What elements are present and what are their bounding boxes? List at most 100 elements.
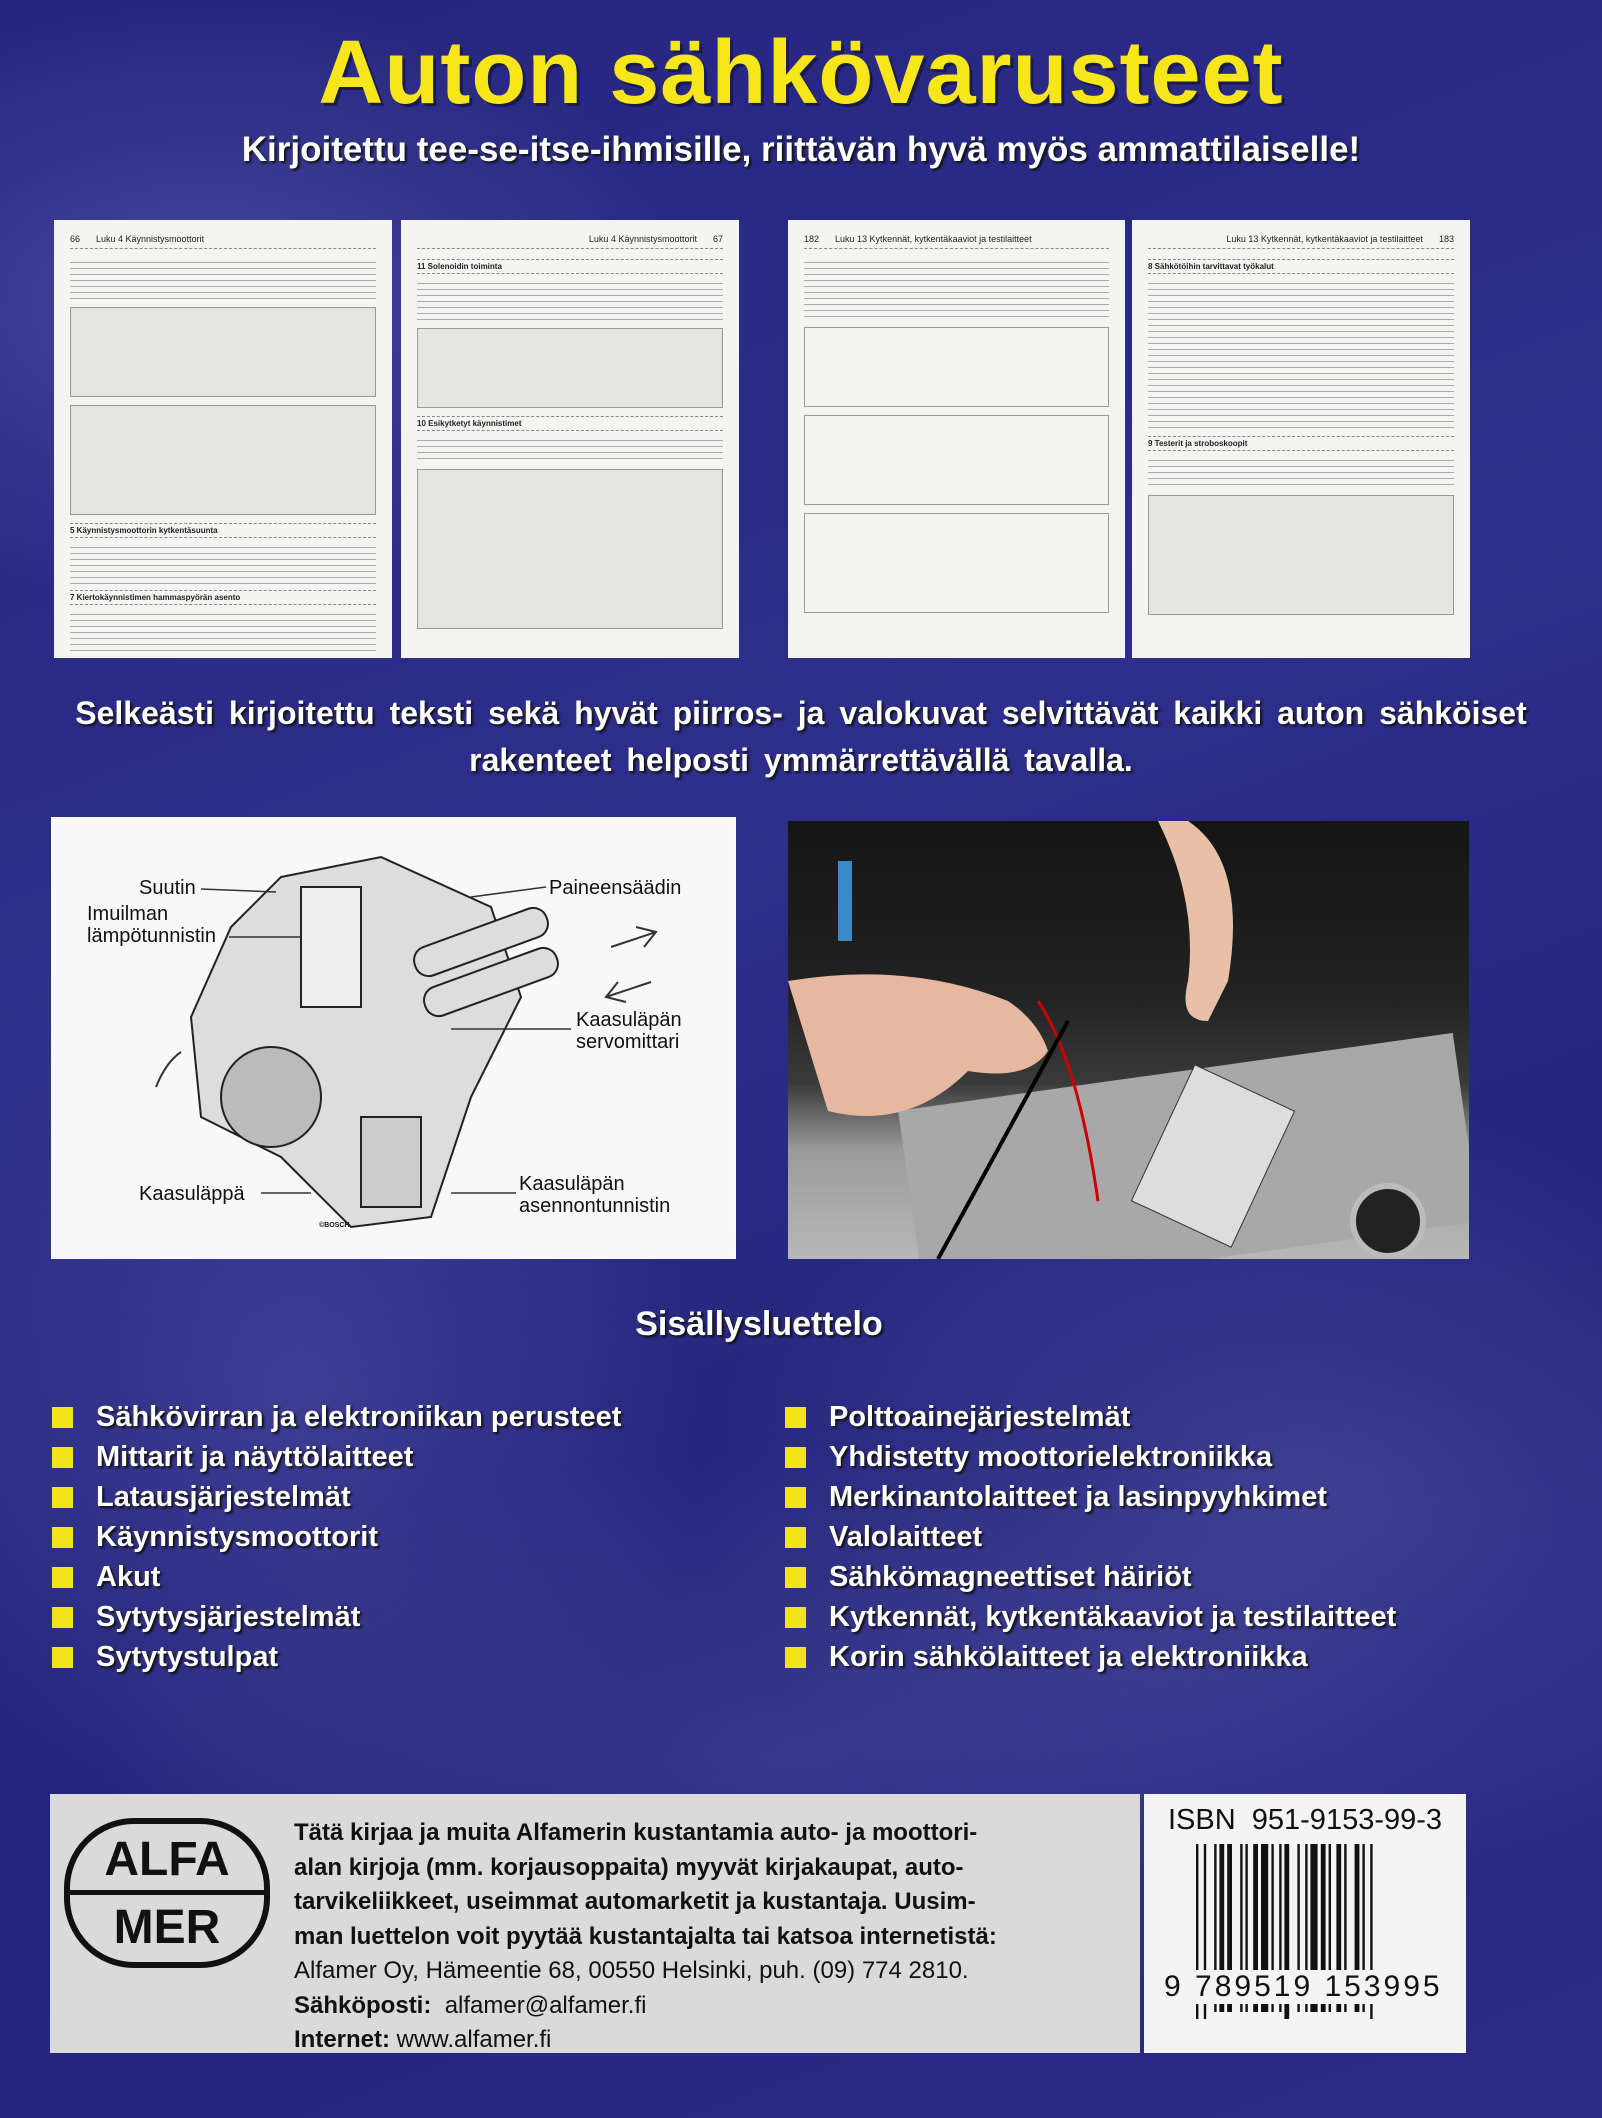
page-section: 5 Käynnistysmoottorin kytkentäsuunta <box>70 523 376 538</box>
page-section: 10 Esikytketyt käynnistimet <box>417 416 723 431</box>
book-title: Auton sähkövarusteet <box>318 23 1284 123</box>
toc-item: Sähkömagneettiset häiriöt <box>785 1557 1396 1597</box>
toc-item-label: Sytytystulpat <box>96 1640 279 1673</box>
throttle-body-illustration <box>155 855 658 1229</box>
page-number: 183 <box>1438 234 1454 244</box>
toc-item-label: Yhdistetty moottorielektroniikka <box>829 1440 1273 1473</box>
publisher-text-line: tarvikeliikkeet, useimmat automarketit j… <box>294 1888 976 1915</box>
page-section: 8 Sähkötöihin tarvittavat työkalut <box>1148 259 1454 274</box>
label-servo-2: servomittari <box>576 1031 680 1053</box>
barcode-bar <box>1336 1844 1342 2012</box>
page-chapter: Luku 4 Käynnistysmoottorit <box>588 234 697 244</box>
publisher-info-box: ALFA MER Tätä kirjaa ja muita Alfamerin … <box>50 1794 1140 2053</box>
label-imuilman: Imuilman <box>87 903 169 925</box>
toc-item: Sytytysjärjestelmät <box>52 1597 621 1637</box>
barcode-bar <box>1297 1844 1300 2012</box>
label-kaasulappa: Kaasuläppä <box>139 1183 245 1205</box>
barcode-bar <box>1362 1844 1365 2012</box>
bullet-icon <box>785 1646 806 1668</box>
barcode-bar <box>1271 1844 1274 2012</box>
toc-item-label: Mittarit ja näyttölaitteet <box>96 1440 414 1473</box>
sample-page-183: Luku 13 Kytkennät, kytkentäkaaviot ja te… <box>1132 220 1470 658</box>
publisher-text-line: Tätä kirjaa ja muita Alfamerin kustantam… <box>294 1819 978 1846</box>
barcode-bar <box>1214 1844 1217 2012</box>
engine-testing-photo <box>788 821 1469 1259</box>
barcode-number: 9 789519 153995 <box>1164 1970 1454 2004</box>
barcode-bar <box>1240 1844 1243 2012</box>
figure-circuit-1 <box>804 327 1109 407</box>
toc-item: Korin sähkölaitteet ja elektroniikka <box>785 1637 1396 1677</box>
publisher-text-line: man luettelon voit pyytää kustantajalta … <box>294 1922 997 1950</box>
publisher-text: Tätä kirjaa ja muita Alfamerin kustantam… <box>294 1816 1134 2058</box>
bullet-icon <box>785 1486 806 1508</box>
toc-title: Sisällysluettelo <box>635 1305 883 1343</box>
publisher-address: Alfamer Oy, Hämeentie 68, 00550 Helsinki… <box>294 1957 969 1984</box>
barcode-bar <box>1219 1844 1225 2012</box>
toc-item: Sytytystulpat <box>52 1637 621 1677</box>
toc-item: Sähkövirran ja elektroniikan perusteet <box>52 1397 621 1437</box>
barcode-bar <box>1245 1844 1248 2012</box>
barcode-bar <box>1328 1844 1331 2012</box>
sample-page-66: 66 Luku 4 Käynnistysmoottorit 5 Käynnisty… <box>54 220 392 658</box>
label-paineensaadin: Paineensäädin <box>549 877 682 899</box>
barcode-bar <box>1310 1844 1318 2012</box>
toc-item-label: Sähkömagneettiset häiriöt <box>829 1560 1192 1593</box>
toc-item-label: Latausjärjestelmät <box>96 1480 351 1513</box>
barcode-bar <box>1196 1844 1199 2019</box>
figure-circuit-2 <box>804 415 1109 505</box>
toc-item-label: Käynnistysmoottorit <box>96 1520 378 1553</box>
bullet-icon <box>52 1606 73 1628</box>
page-chapter: Luku 4 Käynnistysmoottorit <box>96 234 205 244</box>
bullet-icon <box>52 1526 73 1548</box>
label-asento-2: asennontunnistin <box>519 1195 671 1217</box>
page-section: 11 Solenoidin toiminta <box>417 259 723 274</box>
isbn-box: ISBN 951-9153-99-3 9 789519 153995 <box>1144 1794 1466 2053</box>
page-section: 9 Testerit ja stroboskoopit <box>1148 436 1454 451</box>
fuel-injection-diagram: Suutin Imuilman lämpötunnistin Paineensä… <box>51 817 736 1259</box>
website-link[interactable]: www.alfamer.fi <box>396 2026 552 2053</box>
barcode-bar <box>1203 1844 1207 2019</box>
toc-item-label: Polttoainejärjestelmät <box>829 1400 1131 1433</box>
toc-item: Yhdistetty moottorielektroniikka <box>785 1437 1396 1477</box>
bullet-icon <box>52 1566 73 1588</box>
figure-starter-cutaway <box>417 469 723 629</box>
label-asento-1: Kaasuläpän <box>519 1173 625 1195</box>
book-subtitle: Kirjoitettu tee-se-itse-ihmisille, riitt… <box>241 130 1361 169</box>
toc-item-label: Merkinantolaitteet ja lasinpyyhkimet <box>829 1480 1327 1513</box>
toc-item-label: Akut <box>96 1560 161 1593</box>
barcode-bar <box>1320 1844 1326 2012</box>
figure-starter-illustration <box>70 307 376 397</box>
toc-item-label: Kytkennät, kytkentäkaaviot ja testilaitt… <box>829 1600 1397 1633</box>
toc-item-label: Korin sähkölaitteet ja elektroniikka <box>829 1640 1308 1673</box>
label-suutin: Suutin <box>139 877 196 899</box>
bullet-icon <box>52 1446 73 1468</box>
toc-item-label: Valolaitteet <box>829 1520 983 1553</box>
barcode-bar <box>1279 1844 1282 2012</box>
barcode-bar <box>1354 1844 1360 2012</box>
page-number: 182 <box>804 234 820 244</box>
alfamer-logo: ALFA MER <box>64 1818 270 1968</box>
toc-item-label: Sähkövirran ja elektroniikan perusteet <box>96 1400 622 1433</box>
bullet-icon <box>785 1566 806 1588</box>
bullet-icon <box>785 1406 806 1428</box>
label-servo-1: Kaasuläpän <box>576 1009 682 1031</box>
barcode-bar <box>1227 1844 1232 2012</box>
toc-item: Polttoainejärjestelmät <box>785 1397 1396 1437</box>
toc-item: Valolaitteet <box>785 1517 1396 1557</box>
publisher-text-line: alan kirjoja (mm. korjausoppaita) myyvät… <box>294 1853 964 1881</box>
bullet-icon <box>52 1406 73 1428</box>
toc-left-column: Sähkövirran ja elektroniikan perusteet M… <box>52 1397 621 1677</box>
figure-tester <box>1148 495 1454 615</box>
sample-page-67: Luku 4 Käynnistysmoottorit 67 11 Solenoid… <box>401 220 739 658</box>
toc-right-column: Polttoainejärjestelmät Yhdistetty mootto… <box>785 1397 1396 1677</box>
page-number: 67 <box>712 234 723 244</box>
bullet-icon <box>785 1606 806 1628</box>
page-section: 7 Kiertokäynnistimen hammaspyörän asento <box>70 590 376 605</box>
photo-illustration <box>788 821 1469 1259</box>
page-number: 66 <box>70 234 81 244</box>
email-link[interactable]: alfamer@alfamer.fi <box>444 1991 647 2019</box>
bullet-icon <box>52 1646 73 1668</box>
logo-text-bottom: MER <box>113 1901 221 1954</box>
page-chapter: Luku 13 Kytkennät, kytkentäkaaviot ja te… <box>835 234 1032 244</box>
label-lampotunnistin: lämpötunnistin <box>87 925 216 947</box>
